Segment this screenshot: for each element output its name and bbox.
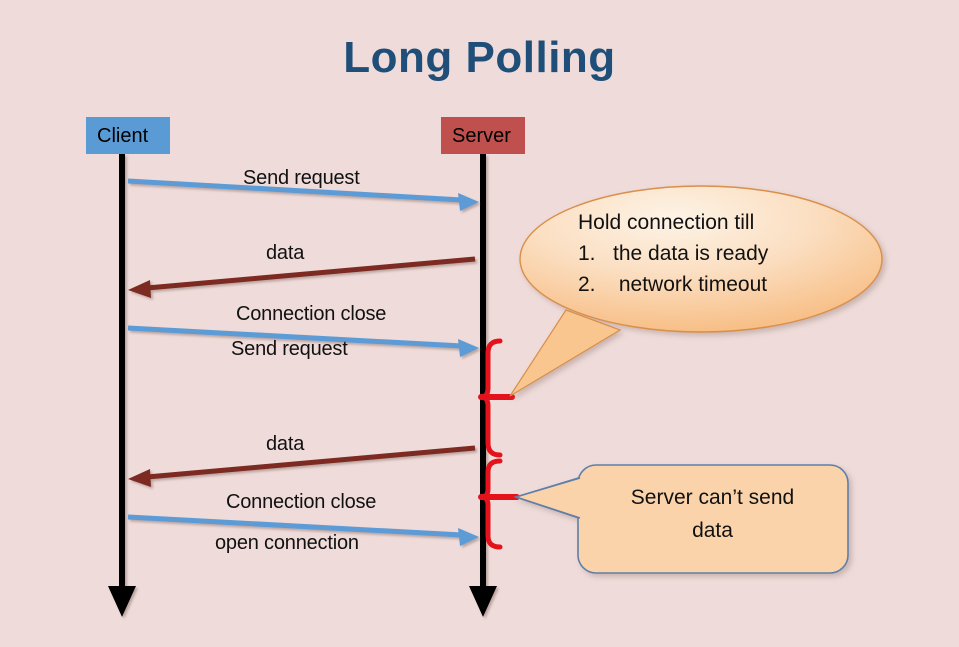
page-title: Long Polling — [343, 33, 616, 82]
message-label-data-2: data — [266, 433, 305, 455]
message-arrow-data-2 — [128, 445, 476, 487]
message-arrow-open-connection — [127, 514, 479, 546]
lifeline-client — [108, 154, 136, 617]
callout-text-hold-connection: Hold connection till 1. the data is read… — [578, 211, 769, 296]
brace-hold-connection — [478, 338, 515, 458]
callout-text-server-cannot-send: Server can’t send data — [630, 486, 795, 542]
actor-label-client: Client — [97, 124, 149, 147]
message-arrow-data-1 — [128, 256, 476, 298]
message-arrow-send-request-1 — [127, 178, 479, 211]
callout-server-cannot-send-shape — [513, 464, 849, 574]
message-label-open-connection: open connection — [215, 532, 359, 554]
message-label-connection-close-2: Connection close — [226, 491, 377, 513]
message-label-send-request-1: Send request — [243, 167, 360, 189]
lifeline-server — [469, 154, 497, 617]
actor-label-server: Server — [452, 124, 511, 147]
message-arrow-send-request-2 — [127, 325, 479, 357]
brace-server-cannot-send — [478, 458, 520, 550]
message-label-send-request-2: Send request — [231, 338, 348, 360]
actor-box-server[interactable]: Server — [441, 117, 525, 154]
message-label-connection-close-1: Connection close — [236, 303, 387, 325]
callout-hold-connection-shape — [509, 185, 883, 397]
message-label-data-1: data — [266, 242, 305, 264]
actor-box-client[interactable]: Client — [86, 117, 170, 154]
